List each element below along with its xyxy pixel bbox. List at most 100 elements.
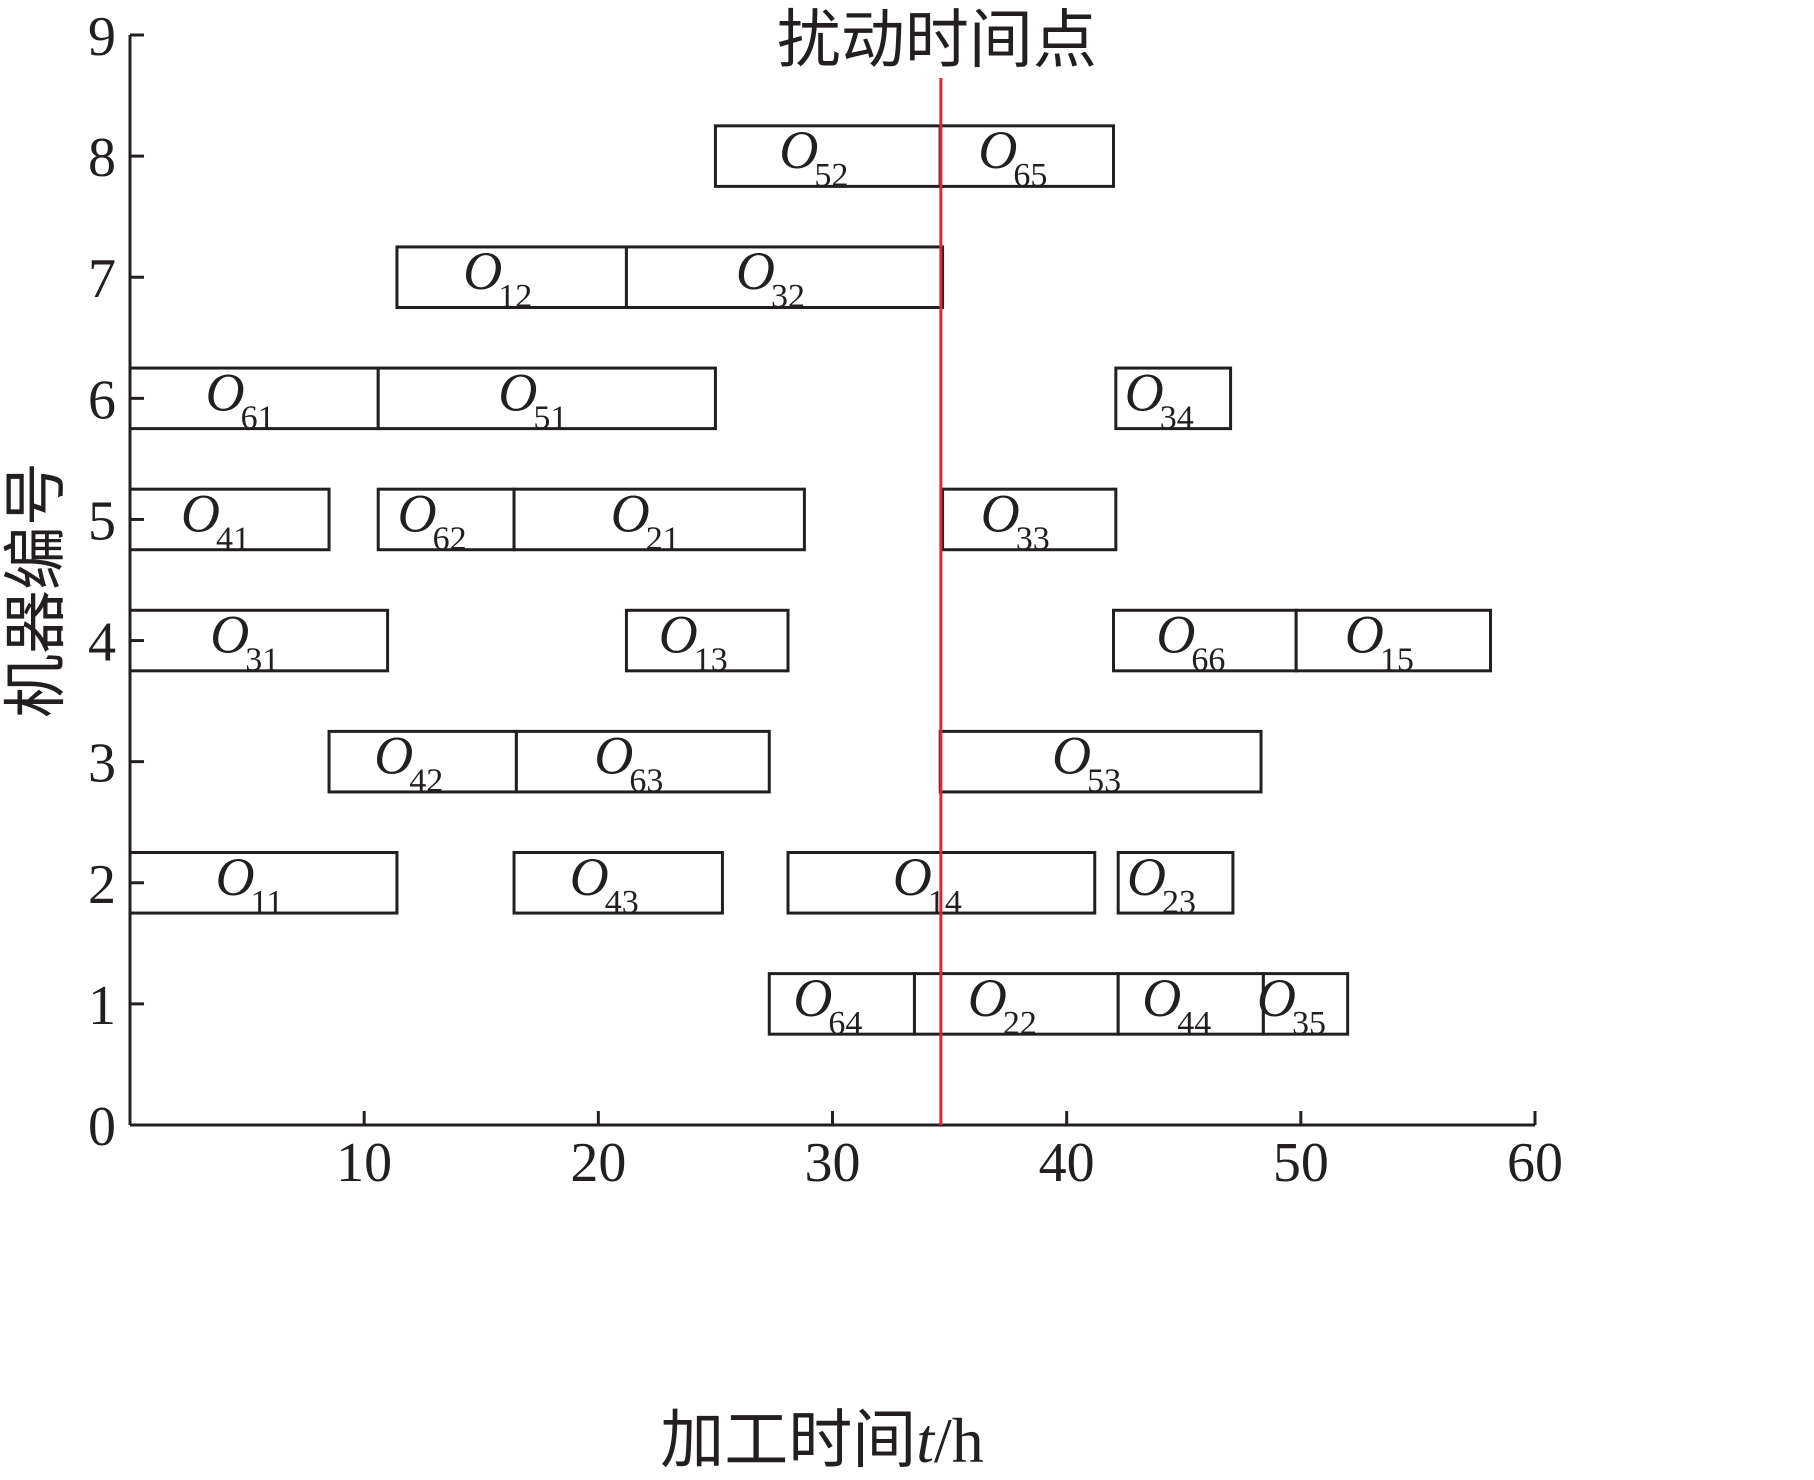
- task-label: O41: [181, 483, 250, 557]
- task-label-sub: 11: [251, 884, 284, 921]
- task-label-sub: 15: [1380, 642, 1414, 679]
- task-label-sub: 34: [1160, 399, 1194, 436]
- x-tick-label: 40: [1039, 1132, 1095, 1194]
- task-bar: [938, 729, 1263, 794]
- task-block: O31: [128, 605, 390, 679]
- task-label-sub: 64: [828, 1005, 862, 1042]
- task-label-sub: 22: [1003, 1005, 1037, 1042]
- task-block: O33: [941, 483, 1118, 557]
- task-label-main: O: [1125, 362, 1164, 422]
- x-tick-label: 60: [1507, 1132, 1563, 1194]
- task-label: O12: [463, 241, 532, 315]
- task-block: O63: [514, 726, 771, 800]
- task-label: O34: [1125, 362, 1194, 436]
- task-label-main: O: [978, 120, 1017, 180]
- task-label-main: O: [1345, 605, 1384, 665]
- task-label-sub: 42: [409, 763, 443, 800]
- task-label-sub: 23: [1162, 884, 1196, 921]
- task-bar: [512, 487, 806, 552]
- task-label-main: O: [498, 362, 537, 422]
- y-tick-label: 4: [88, 612, 116, 674]
- task-block: O32: [624, 241, 945, 315]
- task-label: O42: [374, 726, 443, 800]
- task-label-main: O: [181, 483, 220, 543]
- task-label-main: O: [1127, 847, 1166, 907]
- task-label-main: O: [1257, 968, 1296, 1028]
- task-label-main: O: [736, 241, 775, 301]
- task-bar: [912, 972, 1120, 1036]
- task-label-sub: 41: [216, 520, 250, 557]
- task-bar: [128, 851, 399, 915]
- task-block: O44: [1116, 968, 1265, 1042]
- task-label-sub: 35: [1292, 1005, 1326, 1042]
- task-bar: [1114, 366, 1233, 431]
- task-block: O61: [128, 362, 380, 436]
- x-axis-title-unit: /h: [934, 1405, 984, 1476]
- task-bar: [128, 487, 331, 552]
- y-tick-label: 5: [88, 490, 116, 552]
- task-label-sub: 65: [1013, 157, 1047, 194]
- task-label-sub: 53: [1087, 763, 1121, 800]
- task-label: O44: [1142, 968, 1211, 1042]
- task-label-main: O: [1142, 968, 1181, 1028]
- task-label-main: O: [398, 483, 437, 543]
- y-axis-title: 机器编号: [1, 462, 72, 718]
- task-block: O23: [1116, 847, 1235, 921]
- task-label-main: O: [374, 726, 413, 786]
- task-bar: [514, 729, 771, 794]
- x-axis-title: 加工时间t/h: [660, 1405, 984, 1476]
- task-bar: [941, 487, 1118, 552]
- task-label: O53: [1052, 726, 1121, 800]
- task-label: O23: [1127, 847, 1196, 921]
- disturbance-label: 扰动时间点: [777, 5, 1097, 76]
- task-label: O65: [978, 120, 1047, 194]
- x-axis-title-var: t: [916, 1405, 936, 1476]
- task-label-main: O: [216, 847, 255, 907]
- task-block: O11: [128, 847, 399, 921]
- task-label: O31: [210, 605, 279, 679]
- task-label: O32: [736, 241, 805, 315]
- x-tick-label: 30: [805, 1132, 861, 1194]
- task-label-sub: 14: [928, 884, 962, 921]
- task-label-sub: 44: [1177, 1005, 1211, 1042]
- task-block: O66: [1112, 605, 1298, 679]
- task-bar: [624, 245, 945, 309]
- y-tick-label: 2: [88, 854, 116, 916]
- task-block: O12: [395, 241, 628, 315]
- task-bar: [512, 851, 724, 915]
- y-tick-label: 8: [88, 127, 116, 189]
- task-label-sub: 61: [241, 399, 275, 436]
- y-tick-label: 7: [88, 248, 116, 310]
- task-label-main: O: [659, 605, 698, 665]
- task-label-sub: 51: [533, 399, 567, 436]
- task-label: O14: [893, 847, 962, 921]
- task-block: O21: [512, 483, 806, 557]
- task-label: O13: [659, 605, 728, 679]
- task-label: O22: [968, 968, 1037, 1042]
- task-label: O35: [1257, 968, 1326, 1042]
- task-label-main: O: [463, 241, 502, 301]
- y-tick-label: 3: [88, 733, 116, 795]
- x-tick-label: 10: [336, 1132, 392, 1194]
- task-block: O13: [624, 605, 790, 679]
- task-block: O42: [327, 726, 518, 800]
- task-label-sub: 32: [771, 278, 805, 315]
- y-tick-label: 1: [88, 975, 116, 1037]
- task-block: O53: [938, 726, 1263, 800]
- task-label-sub: 33: [1016, 520, 1050, 557]
- task-label-sub: 52: [814, 157, 848, 194]
- task-label: O33: [981, 483, 1050, 557]
- task-label-sub: 21: [646, 520, 680, 557]
- y-tick-label: 6: [88, 369, 116, 431]
- task-bar: [395, 245, 628, 309]
- task-bar: [376, 366, 717, 431]
- task-label: O62: [398, 483, 467, 557]
- task-label-sub: 31: [245, 642, 279, 679]
- x-axis-title-text: 加工时间: [660, 1405, 916, 1476]
- task-label: O51: [498, 362, 567, 436]
- task-label-main: O: [893, 847, 932, 907]
- task-label-sub: 66: [1191, 642, 1225, 679]
- task-bar: [128, 608, 390, 673]
